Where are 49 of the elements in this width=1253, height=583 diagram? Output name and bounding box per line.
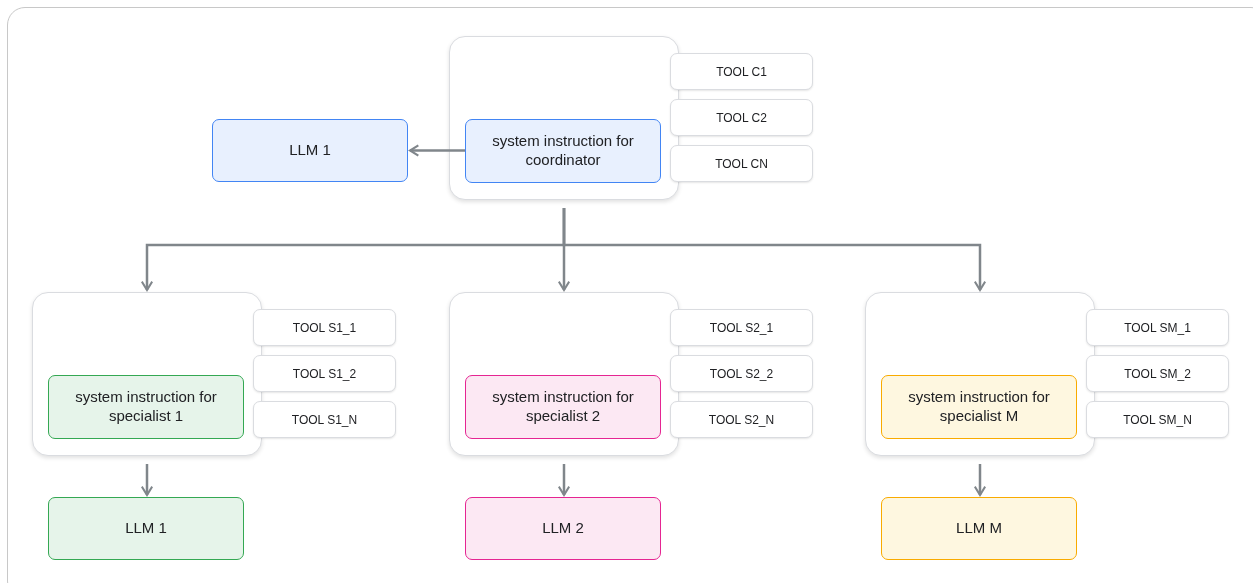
instruction-box [465, 119, 661, 183]
arrow [140, 464, 154, 497]
tool-box [670, 99, 813, 136]
box-label: system instruction for coordinator [491, 132, 635, 170]
tool-box [253, 401, 396, 438]
agent-panel [449, 292, 679, 456]
box-label: LLM 2 [542, 519, 584, 538]
llm-box [212, 119, 408, 182]
box-label: LLM 1 [289, 141, 331, 160]
tool-box [670, 309, 813, 346]
box-label: system instruction for specialist 2 [491, 388, 635, 426]
tool-label: TOOL S2_2 [709, 366, 774, 381]
box-label: system instruction for specialist M [907, 388, 1051, 426]
tool-box [670, 145, 813, 182]
tool-label: TOOL C2 [716, 110, 767, 125]
tool-box [1086, 401, 1229, 438]
instruction-box [881, 375, 1077, 439]
llm-box [881, 497, 1077, 560]
tool-label: TOOL SM_2 [1124, 366, 1191, 381]
tool-label: TOOL SM_1 [1124, 320, 1191, 335]
tool-label: TOOL S2_1 [709, 320, 774, 335]
tool-box [670, 53, 813, 90]
box-label: system instruction for specialist 1 [74, 388, 218, 426]
tool-box [1086, 309, 1229, 346]
instruction-box [48, 375, 244, 439]
tool-box [670, 355, 813, 392]
agent-panel [32, 292, 262, 456]
box-label: LLM 1 [125, 519, 167, 538]
arrow [557, 464, 571, 497]
arrow [408, 144, 465, 157]
llm-box [465, 497, 661, 560]
arrow [562, 208, 987, 292]
arrow [973, 464, 987, 497]
tool-box [670, 401, 813, 438]
tool-label: TOOL S1_1 [292, 320, 357, 335]
instruction-box [465, 375, 661, 439]
tool-label: TOOL S1_2 [292, 366, 357, 381]
tool-label: TOOL SM_N [1123, 412, 1192, 427]
llm-box [48, 497, 244, 560]
box-label: LLM M [956, 519, 1002, 538]
agent-panel [865, 292, 1095, 456]
tool-box [1086, 355, 1229, 392]
tool-box [253, 355, 396, 392]
tool-box [253, 309, 396, 346]
tool-label: TOOL CN [715, 156, 768, 171]
tool-label: TOOL S1_N [291, 412, 358, 427]
tool-label: TOOL C1 [716, 64, 767, 79]
agent-panel [449, 36, 679, 200]
tool-label: TOOL S2_N [708, 412, 775, 427]
